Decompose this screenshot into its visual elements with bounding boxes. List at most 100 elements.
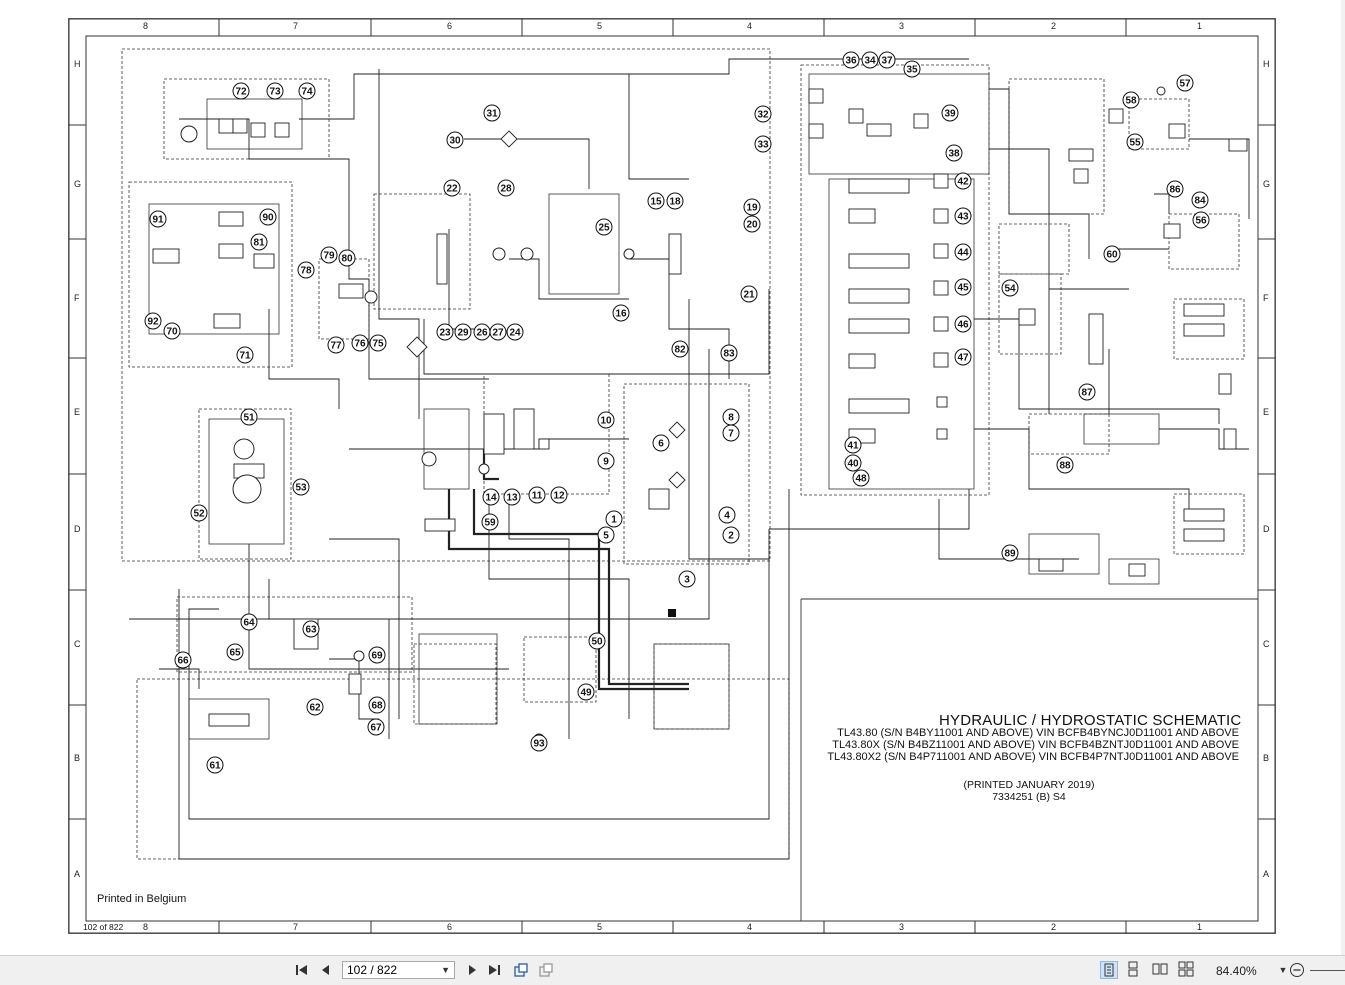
- callout-5: 5: [597, 526, 615, 544]
- callout-76: 76: [351, 334, 369, 352]
- callout-33: 33: [754, 135, 772, 153]
- callout-22: 22: [443, 179, 461, 197]
- svg-text:60: 60: [1106, 250, 1118, 261]
- callout-78: 78: [297, 261, 315, 279]
- svg-text:34: 34: [864, 56, 876, 67]
- svg-text:56: 56: [1195, 216, 1207, 227]
- svg-text:18: 18: [669, 197, 681, 208]
- svg-text:27: 27: [492, 328, 504, 339]
- page-number-input[interactable]: 102 / 822 ▼: [342, 961, 455, 979]
- svg-text:11: 11: [532, 491, 543, 502]
- callout-88: 88: [1056, 456, 1074, 474]
- callout-61: 61: [206, 756, 224, 774]
- callout-52: 52: [190, 504, 208, 522]
- svg-text:67: 67: [370, 723, 382, 734]
- callout-71: 71: [236, 346, 254, 364]
- fit-width-icon[interactable]: [536, 960, 556, 980]
- single-page-icon[interactable]: [1100, 961, 1118, 979]
- svg-text:19: 19: [746, 203, 758, 214]
- callout-77: 77: [327, 336, 345, 354]
- svg-text:90: 90: [262, 213, 274, 224]
- callout-82: 82: [671, 340, 689, 358]
- svg-text:22: 22: [446, 184, 458, 195]
- callout-92: 92: [144, 312, 162, 330]
- callout-67: 67: [367, 718, 385, 736]
- svg-text:48: 48: [855, 474, 867, 485]
- svg-text:40: 40: [847, 459, 859, 470]
- svg-text:93: 93: [533, 739, 545, 750]
- row-label-left: A: [74, 869, 80, 879]
- svg-text:28: 28: [500, 184, 512, 195]
- svg-text:21: 21: [743, 290, 755, 301]
- callout-57: 57: [1176, 74, 1194, 92]
- last-page-icon[interactable]: [484, 960, 504, 980]
- first-page-icon[interactable]: [292, 960, 312, 980]
- two-page-continuous-icon[interactable]: [1178, 961, 1196, 979]
- svg-text:79: 79: [323, 251, 335, 262]
- printed-date: (PRINTED JANUARY 2019): [963, 779, 1095, 791]
- callout-70: 70: [163, 322, 181, 340]
- svg-text:30: 30: [449, 136, 461, 147]
- next-page-icon[interactable]: [462, 960, 482, 980]
- callout-30: 30: [446, 131, 464, 149]
- svg-text:54: 54: [1004, 284, 1016, 295]
- svg-text:72: 72: [235, 87, 247, 98]
- row-label-right: D: [1263, 524, 1270, 534]
- svg-text:16: 16: [615, 309, 627, 320]
- prev-page-icon[interactable]: [316, 960, 336, 980]
- zoom-level[interactable]: 84.40%: [1216, 964, 1257, 978]
- callout-27: 27: [489, 323, 507, 341]
- svg-text:84: 84: [1194, 196, 1206, 207]
- callout-34: 34: [861, 51, 879, 69]
- callout-18: 18: [666, 192, 684, 210]
- callout-21: 21: [740, 285, 758, 303]
- vertical-scrollbar[interactable]: [1341, 0, 1345, 955]
- callout-4: 4: [718, 506, 736, 524]
- svg-text:58: 58: [1125, 96, 1137, 107]
- chevron-down-icon[interactable]: ▼: [441, 965, 450, 975]
- continuous-icon[interactable]: [1125, 961, 1143, 979]
- svg-text:10: 10: [600, 416, 612, 427]
- part-number: 7334251 (B) S4: [992, 791, 1066, 803]
- row-label-right: G: [1263, 179, 1270, 189]
- svg-text:63: 63: [305, 625, 317, 636]
- callout-35: 35: [903, 60, 921, 78]
- callout-2: 2: [722, 526, 740, 544]
- svg-text:24: 24: [509, 328, 521, 339]
- svg-text:12: 12: [553, 491, 565, 502]
- row-label-right: B: [1263, 753, 1269, 763]
- zoom-slider[interactable]: [1310, 970, 1345, 971]
- svg-text:44: 44: [957, 248, 969, 259]
- svg-text:20: 20: [746, 220, 758, 231]
- svg-text:62: 62: [309, 703, 321, 714]
- callout-90: 90: [259, 208, 277, 226]
- row-label-left: E: [74, 407, 80, 417]
- svg-text:68: 68: [371, 701, 383, 712]
- zoom-dropdown-icon[interactable]: ▼: [1278, 965, 1288, 975]
- svg-text:1: 1: [611, 515, 617, 526]
- callout-9: 9: [597, 452, 615, 470]
- callout-51: 51: [240, 408, 258, 426]
- zoom-out-icon[interactable]: [1287, 960, 1307, 980]
- callout-20: 20: [743, 215, 761, 233]
- svg-text:61: 61: [209, 761, 221, 772]
- callout-73: 73: [266, 82, 284, 100]
- fit-page-icon[interactable]: [511, 960, 531, 980]
- svg-text:52: 52: [193, 509, 205, 520]
- svg-text:55: 55: [1129, 138, 1141, 149]
- page-label: 102 of 822: [83, 922, 124, 932]
- callout-66: 66: [174, 651, 192, 669]
- svg-text:35: 35: [906, 65, 918, 76]
- callout-86: 86: [1166, 180, 1184, 198]
- callout-43: 43: [954, 207, 972, 225]
- svg-text:45: 45: [957, 283, 969, 294]
- callout-64: 64: [240, 613, 258, 631]
- svg-text:65: 65: [229, 648, 241, 659]
- callout-8: 8: [722, 408, 740, 426]
- svg-text:80: 80: [341, 254, 353, 265]
- two-page-icon[interactable]: [1152, 961, 1170, 979]
- svg-text:25: 25: [598, 223, 610, 234]
- callout-10: 10: [597, 411, 615, 429]
